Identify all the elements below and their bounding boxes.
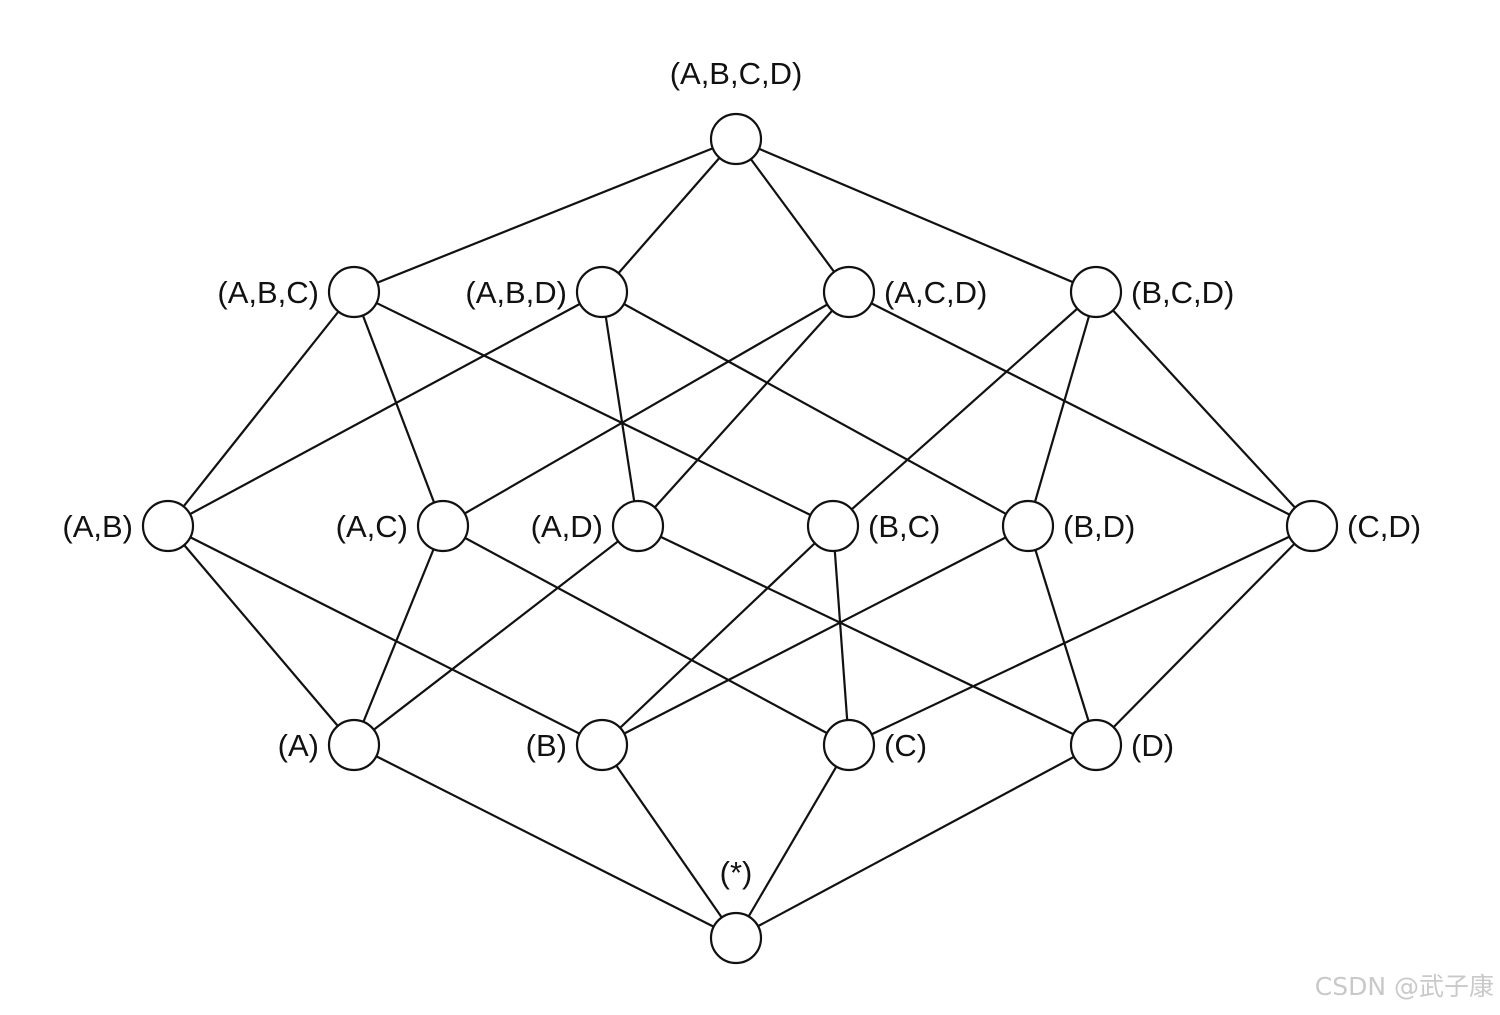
node-label-bcd: (B,C,D) (1131, 275, 1234, 310)
node-d (1069, 718, 1123, 772)
edge-acd-ac (442, 291, 850, 527)
node-abcd (709, 112, 763, 166)
node-label-abcd: (A,B,C,D) (670, 56, 803, 91)
node-label-ab: (A,B) (62, 509, 133, 544)
edge-acd-cd (848, 291, 1313, 527)
node-label-empty: (*) (720, 855, 753, 890)
edge-ac-a (352, 525, 445, 746)
edge-abcd-bcd (735, 137, 1097, 294)
node-label-c: (C) (884, 728, 927, 763)
edge-bd-b (601, 525, 1029, 746)
node-label-b: (B) (526, 728, 567, 763)
edge-cd-c (848, 525, 1313, 746)
node-abd (575, 265, 629, 319)
node-label-bd: (B,D) (1063, 509, 1135, 544)
node-label-bc: (B,C) (868, 509, 940, 544)
edge-abcd-abd (601, 138, 737, 293)
edge-abc-ac (352, 291, 445, 527)
edge-abd-ab (167, 291, 603, 527)
node-label-ad: (A,D) (531, 509, 603, 544)
edges (167, 137, 1313, 939)
edge-bcd-bc (832, 291, 1097, 527)
node-cd (1285, 499, 1339, 553)
node-bc (806, 499, 860, 553)
edge-bcd-bd (1026, 291, 1098, 527)
edge-bc-b (601, 525, 834, 746)
node-ad (611, 499, 665, 553)
node-label-acd: (A,C,D) (884, 275, 987, 310)
node-abc (327, 265, 381, 319)
watermark: CSDN @武子康 (1314, 972, 1494, 1001)
edge-bcd-cd (1095, 291, 1313, 527)
node-label-d: (D) (1131, 728, 1174, 763)
node-b (575, 718, 629, 772)
node-bcd (1069, 265, 1123, 319)
edge-ab-a (167, 525, 355, 746)
edge-abcd-acd (735, 138, 850, 293)
edge-abc-ab (167, 291, 355, 527)
node-label-ac: (A,C) (336, 509, 408, 544)
edge-bd-d (1026, 525, 1098, 746)
node-empty (709, 911, 763, 965)
edge-b-empty (601, 744, 737, 939)
node-bd (1001, 499, 1055, 553)
node-c (822, 718, 876, 772)
edge-c-empty (735, 744, 850, 939)
edge-ad-d (637, 525, 1097, 746)
node-label-cd: (C,D) (1347, 509, 1421, 544)
edge-abd-bd (601, 291, 1029, 527)
edge-abc-bc (353, 291, 834, 527)
edge-bc-c (831, 525, 851, 746)
edge-d-empty (735, 744, 1097, 939)
edge-ab-b (167, 525, 603, 746)
node-ab (141, 499, 195, 553)
node-ac (416, 499, 470, 553)
edge-abcd-abc (353, 137, 737, 294)
node-label-a: (A) (278, 728, 319, 763)
edge-acd-ad (637, 291, 850, 527)
node-acd (822, 265, 876, 319)
node-label-abd: (A,B,D) (465, 275, 567, 310)
edge-cd-d (1095, 525, 1313, 746)
edge-ad-a (353, 525, 639, 746)
edge-a-empty (353, 744, 737, 939)
edge-ac-c (442, 525, 850, 746)
node-a (327, 718, 381, 772)
nodes: (A,B,C,D) (A,B,C) (A,B,D) (A,C,D) (B,C,D) (A,… (62, 56, 1421, 965)
edge-abd-ad (600, 291, 640, 527)
node-label-abc: (A,B,C) (217, 275, 319, 310)
